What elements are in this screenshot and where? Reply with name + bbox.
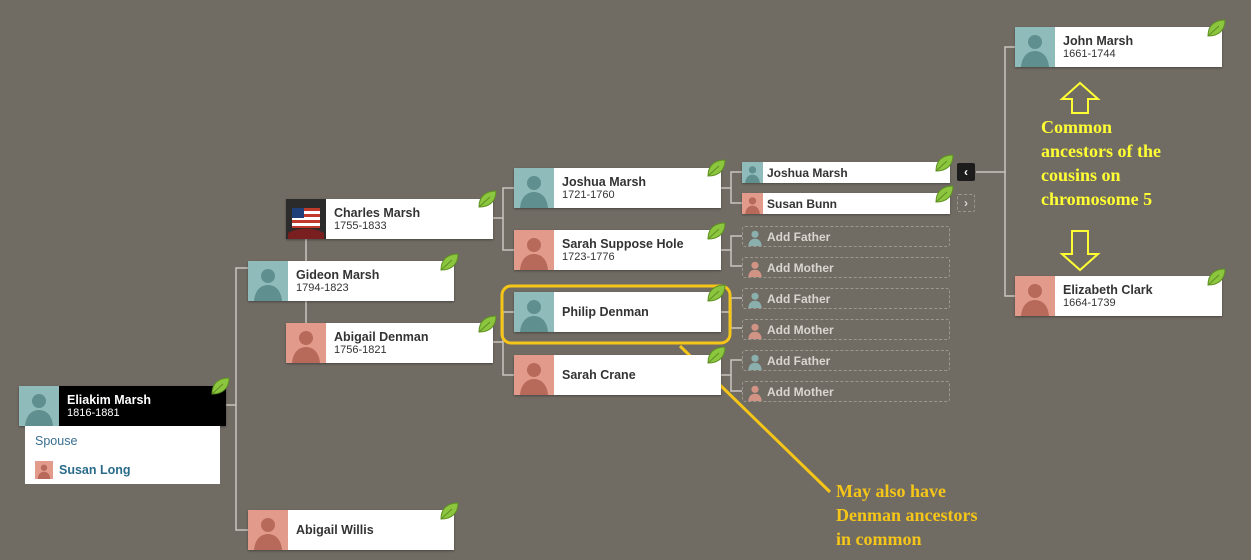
person-name: Eliakim Marsh [67, 393, 152, 407]
add-father-button[interactable]: Add Father [742, 288, 950, 309]
add-mother-label: Add Mother [767, 323, 834, 337]
person-card-gen3-a[interactable]: Joshua Marsh 1721-1760 [514, 168, 721, 208]
person-name: Joshua Marsh [767, 166, 848, 180]
annotation-denman: May also have Denman ancestors in common [836, 481, 978, 549]
hint-leaf-icon[interactable] [933, 152, 955, 174]
female-silhouette-icon [746, 321, 764, 339]
male-silhouette-icon [746, 228, 764, 246]
person-card-mother[interactable]: Abigail Willis [248, 510, 454, 550]
add-mother-button[interactable]: Add Mother [742, 319, 950, 340]
person-name: Gideon Marsh [296, 268, 380, 282]
person-name: Joshua Marsh [562, 175, 647, 189]
back-nav-button[interactable]: ‹ [957, 163, 975, 181]
person-name: Philip Denman [562, 305, 649, 319]
add-mother-button[interactable]: Add Mother [742, 257, 950, 278]
person-name: Abigail Denman [334, 330, 429, 344]
person-name: Susan Bunn [767, 197, 838, 211]
female-silhouette-icon [286, 323, 326, 363]
hint-leaf-icon[interactable] [1205, 266, 1227, 288]
male-silhouette-icon [514, 292, 554, 332]
male-silhouette-icon [1015, 27, 1055, 67]
female-silhouette-icon [1015, 276, 1055, 316]
add-mother-label: Add Mother [767, 385, 834, 399]
annotation-common-ancestors: Common ancestors of the cousins on chrom… [1041, 117, 1161, 209]
person-name: John Marsh [1063, 34, 1134, 48]
person-name: Sarah Suppose Hole [562, 237, 684, 251]
person-name: Sarah Crane [562, 368, 636, 382]
person-card-father[interactable]: Gideon Marsh 1794-1823 [248, 261, 454, 301]
hint-leaf-icon[interactable] [705, 282, 727, 304]
female-silhouette-icon [514, 355, 554, 395]
female-silhouette-icon [746, 259, 764, 277]
female-silhouette-icon [248, 510, 288, 550]
person-card-paternal-grandmother[interactable]: Abigail Denman 1756-1821 [286, 323, 493, 363]
male-silhouette-icon [19, 386, 59, 426]
male-silhouette-icon [248, 261, 288, 301]
hint-leaf-icon[interactable] [1205, 17, 1227, 39]
person-card-gen3-c[interactable]: Philip Denman [514, 292, 721, 332]
person-dates: 1816-1881 [67, 407, 120, 419]
arrow-icon [1059, 81, 1101, 272]
person-card-paternal-grandfather[interactable]: Charles Marsh 1755-1833 [286, 199, 493, 239]
female-silhouette-icon [514, 230, 554, 270]
hint-leaf-icon[interactable] [933, 183, 955, 205]
male-silhouette-icon [514, 168, 554, 208]
person-dates: 1755-1833 [334, 220, 387, 232]
spouse-panel: Spouse Susan Long [25, 426, 220, 484]
person-dates: 1664-1739 [1063, 297, 1116, 309]
add-father-label: Add Father [767, 230, 831, 244]
person-card-gen5-father[interactable]: John Marsh 1661-1744 [1015, 27, 1222, 67]
person-card-gen5-mother[interactable]: Elizabeth Clark 1664-1739 [1015, 276, 1222, 316]
hint-leaf-icon[interactable] [705, 157, 727, 179]
person-card-gen3-b[interactable]: Sarah Suppose Hole 1723-1776 [514, 230, 721, 270]
person-card-gen4-mother[interactable]: Susan Bunn [742, 193, 950, 214]
add-father-label: Add Father [767, 292, 831, 306]
person-card-gen4-father[interactable]: Joshua Marsh [742, 162, 950, 183]
flag-photo-icon [286, 199, 326, 239]
male-silhouette-icon [742, 162, 763, 183]
spouse-label[interactable]: Spouse [35, 434, 78, 448]
person-dates: 1721-1760 [562, 189, 615, 201]
person-name: Abigail Willis [296, 523, 374, 537]
add-father-label: Add Father [767, 354, 831, 368]
person-dates: 1794-1823 [296, 282, 349, 294]
female-silhouette-icon [746, 383, 764, 401]
add-father-button[interactable]: Add Father [742, 226, 950, 247]
forward-nav-button[interactable]: › [957, 194, 975, 212]
female-silhouette-icon [742, 193, 763, 214]
hint-leaf-icon[interactable] [438, 251, 460, 273]
add-mother-button[interactable]: Add Mother [742, 381, 950, 402]
chevron-left-icon: ‹ [964, 165, 968, 179]
hint-leaf-icon[interactable] [476, 313, 498, 335]
person-card-gen3-d[interactable]: Sarah Crane [514, 355, 721, 395]
hint-leaf-icon[interactable] [705, 220, 727, 242]
hint-leaf-icon[interactable] [438, 500, 460, 522]
person-dates: 1661-1744 [1063, 48, 1116, 60]
hint-leaf-icon[interactable] [209, 375, 231, 397]
spouse-name-link[interactable]: Susan Long [59, 463, 131, 477]
person-card-root[interactable]: Eliakim Marsh 1816-1881 [19, 386, 226, 426]
hint-leaf-icon[interactable] [476, 188, 498, 210]
person-dates: 1723-1776 [562, 251, 615, 263]
person-name: Elizabeth Clark [1063, 283, 1153, 297]
male-silhouette-icon [746, 352, 764, 370]
person-dates: 1756-1821 [334, 344, 387, 356]
chevron-right-icon: › [964, 196, 968, 210]
hint-leaf-icon[interactable] [705, 344, 727, 366]
add-mother-label: Add Mother [767, 261, 834, 275]
person-name: Charles Marsh [334, 206, 421, 220]
female-silhouette-icon [35, 461, 53, 479]
add-father-button[interactable]: Add Father [742, 350, 950, 371]
male-silhouette-icon [746, 290, 764, 308]
